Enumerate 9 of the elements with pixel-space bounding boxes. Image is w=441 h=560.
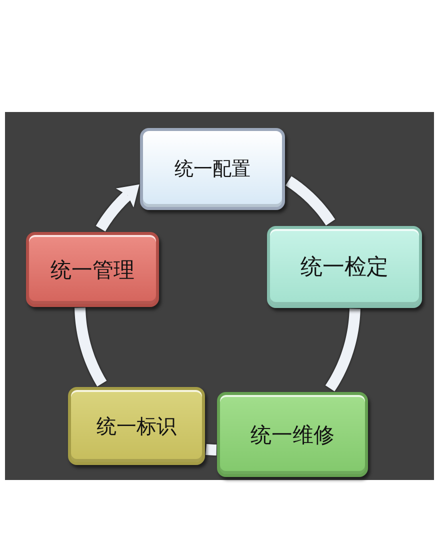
curved-line [284, 176, 336, 226]
curved-line [325, 306, 360, 392]
step-box: 统一管理 [26, 232, 159, 307]
step-box: 统一标识 [68, 387, 205, 465]
step-box: 统一维修 [217, 392, 368, 477]
curved-arrow [96, 184, 140, 232]
step-box: 统一配置 [140, 128, 285, 210]
step-box: 统一检定 [267, 226, 422, 308]
curved-line [74, 304, 107, 387]
